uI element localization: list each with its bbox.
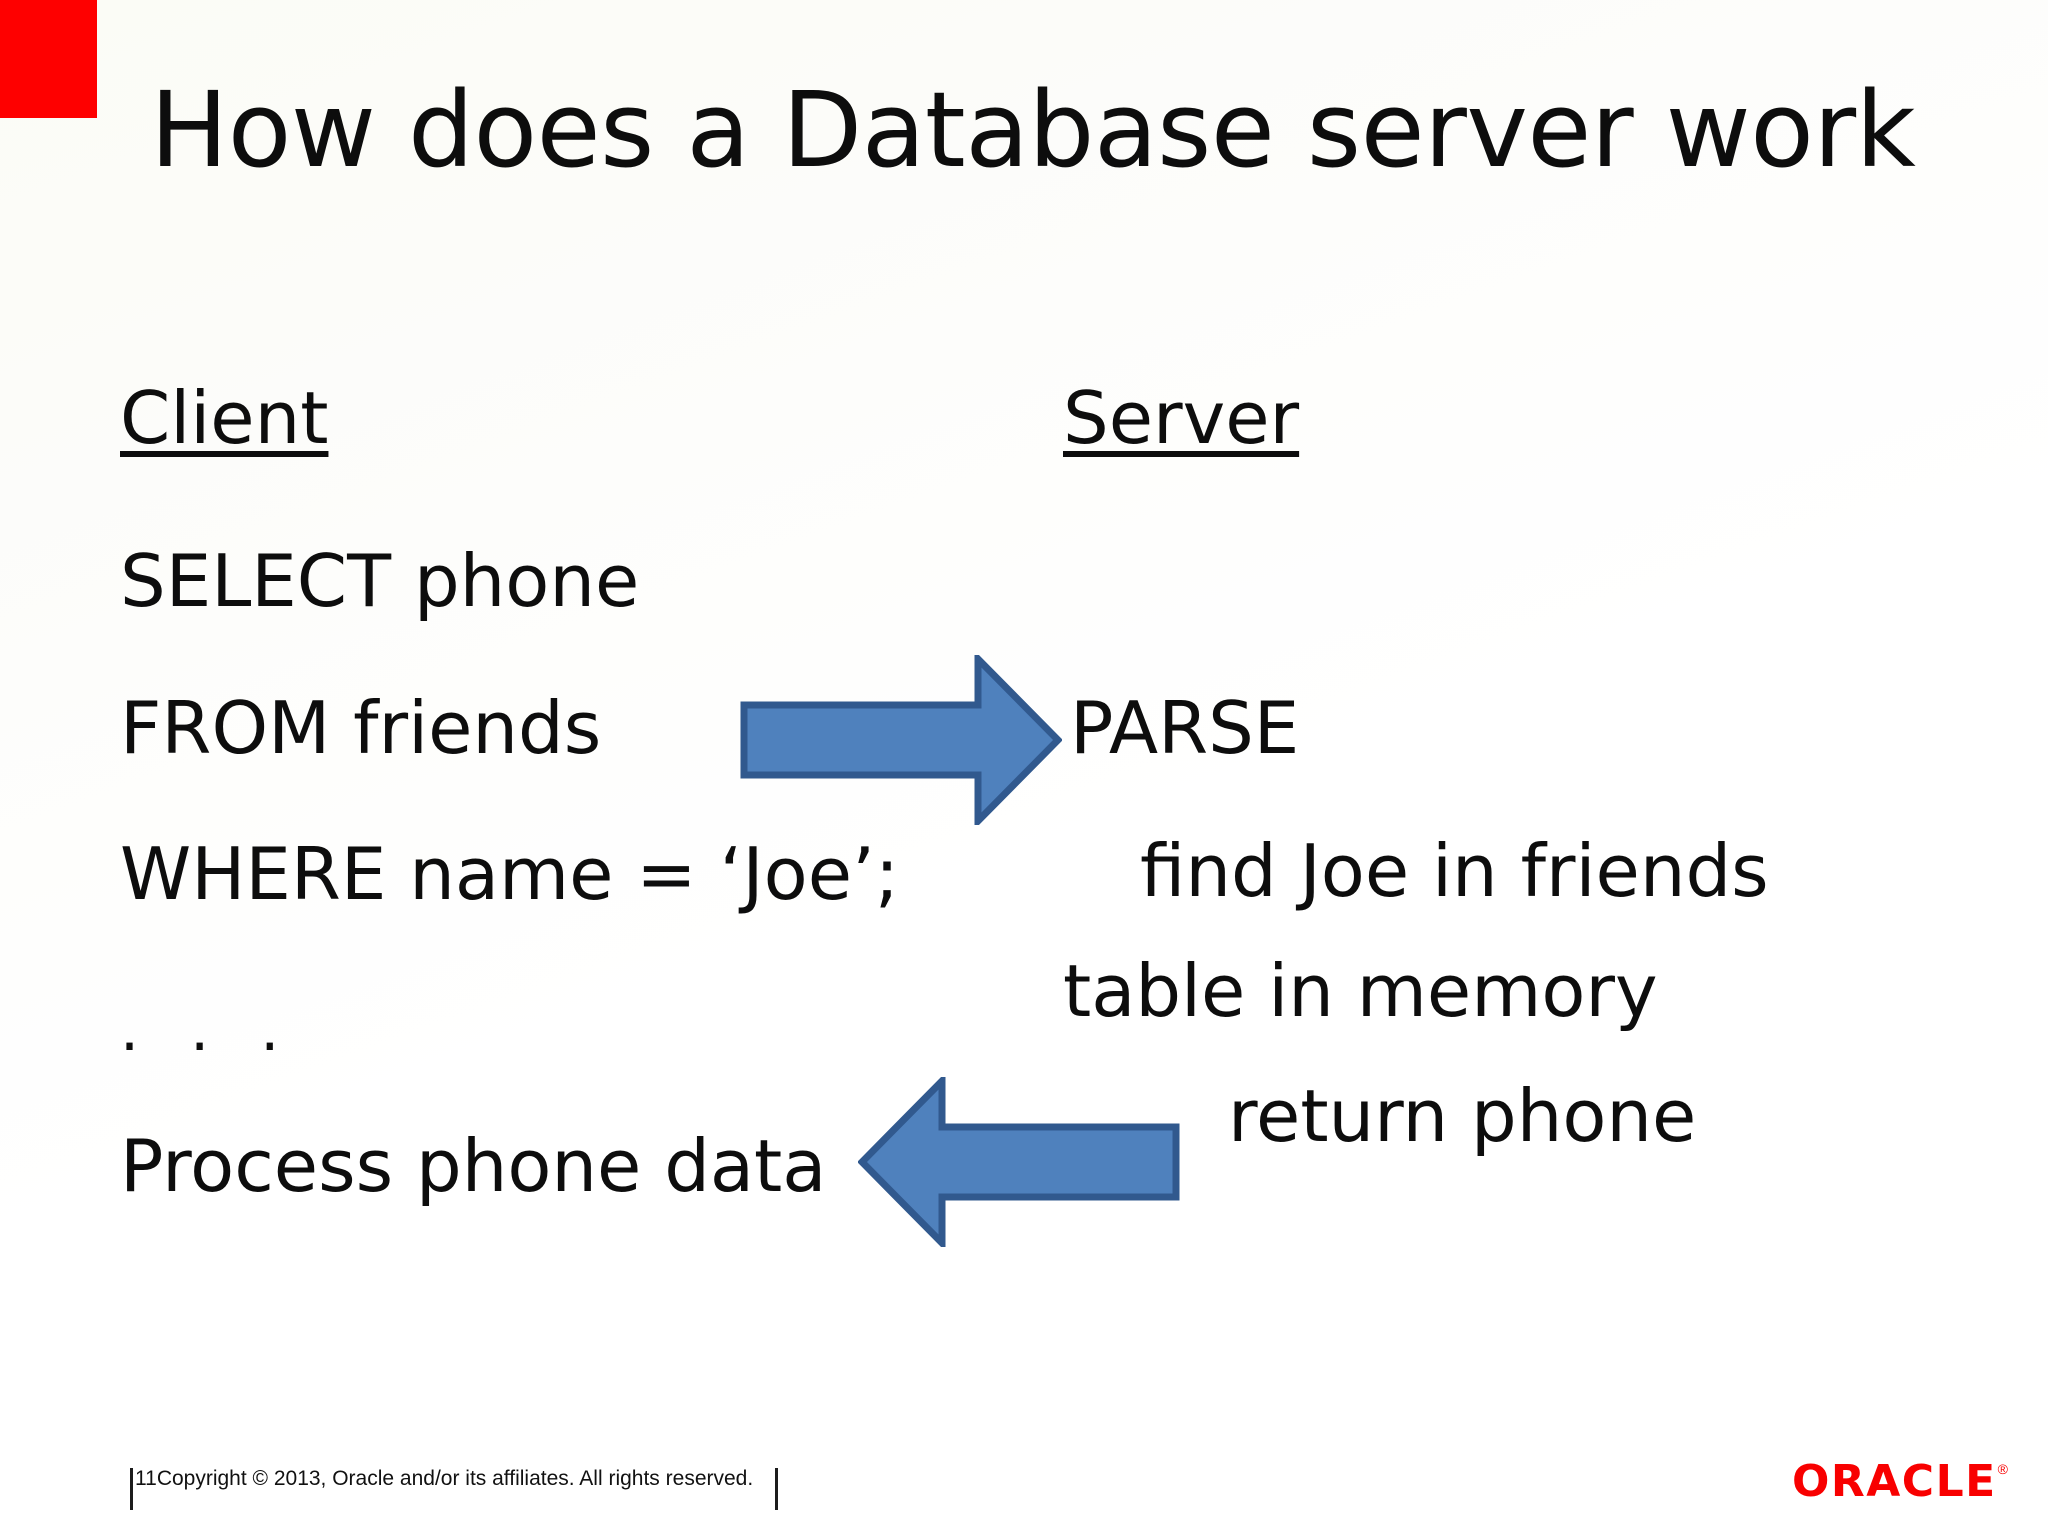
oracle-logo: ORACLE ® bbox=[1792, 1460, 2008, 1504]
server-column-heading: Server bbox=[1063, 376, 1300, 460]
client-process-step: Process phone data bbox=[120, 1124, 827, 1208]
client-sql-line-where: WHERE name = ‘Joe’; bbox=[120, 832, 900, 916]
server-step-parse: PARSE bbox=[1070, 686, 1300, 770]
slide-number: 11 bbox=[135, 1467, 157, 1490]
footer: 11 Copyright © 2013, Oracle and/or its a… bbox=[130, 1467, 779, 1522]
client-sql-line-select: SELECT phone bbox=[120, 539, 640, 623]
copyright-notice: Copyright © 2013, Oracle and/or its affi… bbox=[156, 1467, 754, 1490]
server-step-find-line2: table in memory bbox=[1063, 949, 1658, 1033]
client-sql-line-from: FROM friends bbox=[120, 686, 602, 770]
registered-trademark-icon: ® bbox=[1997, 1461, 2008, 1477]
client-column-heading: Client bbox=[120, 376, 329, 460]
page-title: How does a Database server work bbox=[150, 69, 1916, 191]
footer-right-rule bbox=[775, 1468, 779, 1510]
client-ellipsis: . . . bbox=[120, 995, 296, 1065]
arrow-right-icon bbox=[740, 655, 1062, 825]
oracle-wordmark: ORACLE bbox=[1791, 1456, 1997, 1507]
red-accent-block bbox=[0, 0, 97, 118]
footer-left-rule bbox=[130, 1468, 133, 1510]
server-step-find-line1: find Joe in friends bbox=[1140, 829, 1769, 913]
server-step-return: return phone bbox=[1228, 1074, 1697, 1158]
arrow-left-icon bbox=[858, 1077, 1180, 1247]
